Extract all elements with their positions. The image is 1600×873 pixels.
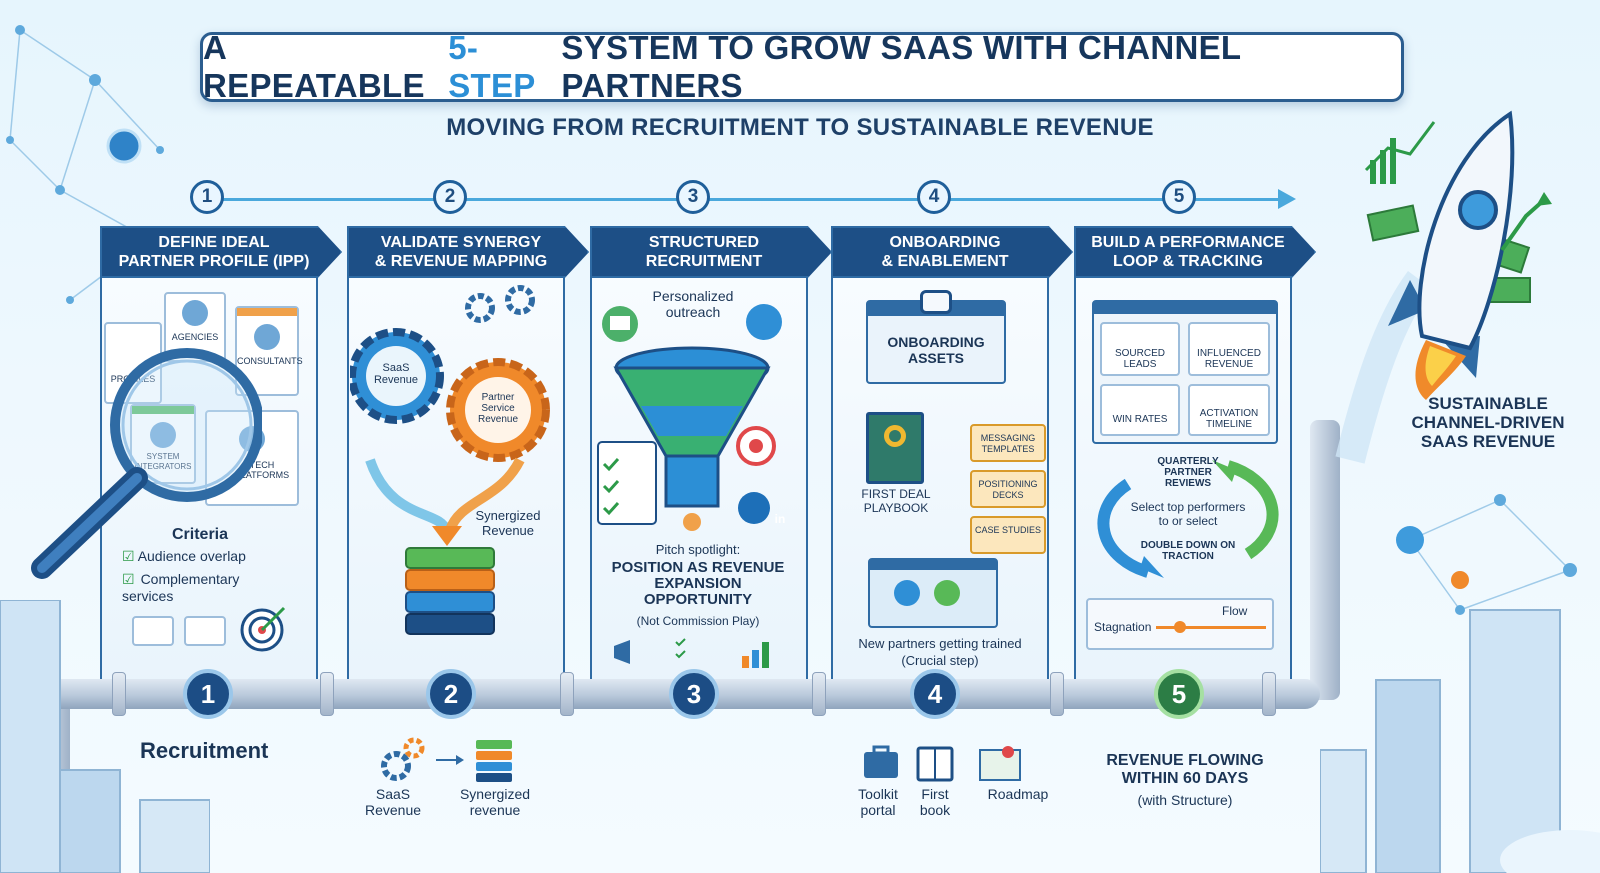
linkedin-label: in	[774, 512, 786, 526]
bottom-toolkit-icons	[864, 745, 1021, 782]
megaphone-icon	[614, 640, 630, 664]
bottom-item-label: Toolkit portal	[858, 786, 898, 818]
pipe-joint	[320, 672, 334, 716]
timeline-node: 3	[676, 180, 710, 214]
pipeline-node: 4	[910, 669, 960, 719]
timeline-node: 4	[917, 180, 951, 214]
trained-note: (Crucial step)	[901, 653, 979, 668]
flow-card	[1086, 598, 1274, 650]
loop-mid-label: Select top performers to or select	[1130, 500, 1246, 528]
playbook-label: FIRST DEAL PLAYBOOK	[861, 487, 931, 515]
outcome-label: SUSTAINABLE CHANNEL-DRIVEN SAAS REVENUE	[1411, 394, 1565, 451]
gear-icon	[403, 737, 425, 759]
folder-icon: CASE STUDIES	[970, 516, 1046, 554]
pitch-icons	[614, 638, 769, 668]
folder-icon: POSITIONING DECKS	[970, 470, 1046, 508]
city-buildings-left	[0, 600, 210, 873]
checklist-icon	[597, 441, 657, 525]
globe-icon	[106, 128, 142, 164]
timeline-line	[208, 198, 1284, 201]
metric-card: ACTIVATION TIMELINE	[1188, 384, 1270, 436]
pipeline-node: 2	[426, 669, 476, 719]
pitch-main: POSITION AS REVENUE EXPANSION OPPORTUNIT…	[611, 559, 785, 608]
metric-card: SOURCED LEADS	[1100, 322, 1180, 376]
map-icon	[979, 749, 1021, 781]
folder-icon: MESSAGING TEMPLATES	[970, 424, 1046, 462]
pitch-note: (Not Commission Play)	[636, 614, 760, 628]
metric-card: WIN RATES	[1100, 384, 1180, 436]
pipe-joint	[112, 672, 126, 716]
check-icon: ☑	[122, 548, 135, 564]
synergized-label: Synergized Revenue	[475, 508, 541, 538]
gear-label-saas: SaaS Revenue	[373, 362, 419, 386]
bottom-synergy-icons	[381, 737, 512, 782]
city-buildings-right	[1320, 609, 1600, 873]
pipe-joint	[1262, 672, 1276, 716]
criteria-title: Criteria	[172, 526, 229, 543]
growth-chart-icon	[1364, 121, 1436, 184]
timeline-arrow-icon	[1278, 189, 1296, 209]
linkedin-icon	[738, 492, 770, 524]
step-banner-3: STRUCTURED RECRUITMENT	[590, 226, 832, 278]
metric-card: INFLUENCED REVENUE	[1188, 322, 1270, 376]
book-icon	[866, 412, 924, 484]
criteria-item: ☑ Audience overlap	[122, 548, 246, 564]
timeline-node: 2	[433, 180, 467, 214]
pitch-label: Pitch spotlight:	[655, 542, 741, 557]
pipe-joint	[1050, 672, 1064, 716]
gear-icon	[465, 285, 535, 323]
gear-label-partner: Partner Service Revenue	[477, 392, 519, 425]
lock-icon	[920, 290, 952, 314]
flow-to-label: Flow	[1222, 604, 1248, 618]
step-banner-5: BUILD A PERFORMANCE LOOP & TRACKING	[1074, 226, 1316, 278]
pipe-joint	[560, 672, 574, 716]
step-banner-1: DEFINE IDEAL PARTNER PROFILE (IPP)	[100, 226, 342, 278]
stack-icon	[476, 740, 512, 782]
main-title: A REPEATABLE 5-STEP SYSTEM TO GROW SAAS …	[200, 29, 1404, 104]
performance-loop	[1097, 460, 1279, 578]
trained-label: New partners getting trained	[858, 636, 1022, 651]
recruitment-funnel	[597, 304, 782, 531]
pipeline-node: 5	[1154, 669, 1204, 719]
bottom-item-label: First book	[919, 786, 951, 818]
bottom-saas-label: SaaS Revenue	[364, 786, 422, 818]
loop-bottom-label: DOUBLE DOWN ON TRACTION	[1140, 540, 1236, 562]
target-icon	[240, 606, 286, 652]
id-card-icon	[132, 616, 174, 646]
checklist-icon	[675, 638, 686, 659]
gear-icon	[381, 751, 411, 781]
pipeline-node: 3	[669, 669, 719, 719]
outreach-label: Personalized outreach	[652, 288, 734, 320]
flow-from-label: Stagnation	[1094, 620, 1152, 634]
growth-chart-icon	[742, 642, 769, 668]
bottom-synergized-label: Synergized revenue	[459, 786, 531, 818]
timeline-node: 5	[1162, 180, 1196, 214]
revenue-flowing-label: REVENUE FLOWING WITHIN 60 DAYS	[1106, 752, 1264, 787]
title-suffix: SYSTEM TO GROW SAAS WITH CHANNEL PARTNER…	[561, 29, 1241, 104]
synergy-diagram	[350, 285, 550, 635]
rocket-illustration	[1335, 110, 1552, 464]
title-prefix: A REPEATABLE	[203, 29, 425, 104]
pipeline-node: 1	[183, 669, 233, 719]
title-accent: 5-STEP	[448, 29, 536, 104]
revenue-flowing-note: (with Structure)	[1137, 792, 1233, 808]
subtitle: MOVING FROM RECRUITMENT TO SUSTAINABLE R…	[446, 114, 1154, 141]
stack-icon	[405, 547, 495, 635]
step-banner-2: VALIDATE SYNERGY & REVENUE MAPPING	[347, 226, 589, 278]
bottom-item-label: Roadmap	[987, 786, 1049, 802]
magnifier-icon	[31, 348, 262, 579]
check-icon: ☑	[122, 571, 135, 587]
network-decoration-right	[1396, 494, 1577, 615]
timeline-node: 1	[190, 180, 224, 214]
portfolio-icon	[864, 752, 898, 778]
twitter-icon	[746, 304, 782, 340]
training-screen	[868, 558, 998, 628]
criteria-item: ☑Complementary services	[122, 571, 240, 604]
chart-card-icon	[184, 616, 226, 646]
pipe-joint	[812, 672, 826, 716]
step-banner-4: ONBOARDING & ENABLEMENT	[831, 226, 1073, 278]
recruitment-label: Recruitment	[140, 738, 269, 763]
pipe-segment	[1310, 420, 1340, 700]
loop-top-label: QUARTERLY PARTNER REVIEWS	[1157, 456, 1219, 489]
